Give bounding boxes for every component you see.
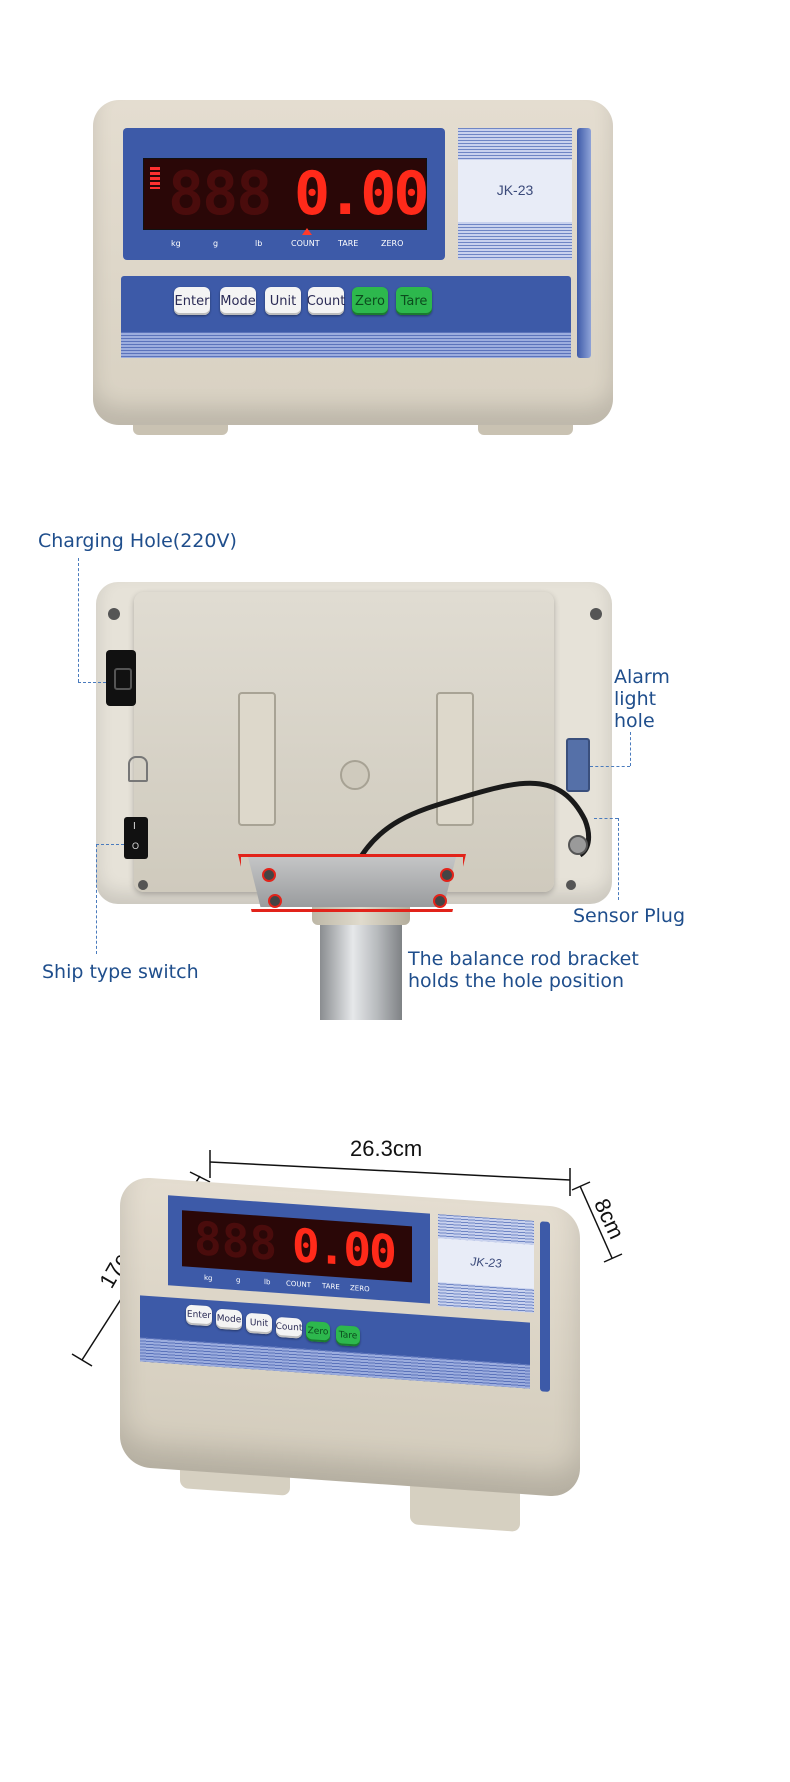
back-screw-top-right [590, 608, 602, 620]
back-screw-top-left [108, 608, 120, 620]
back-port-icon [128, 756, 148, 782]
front-tare-button[interactable]: Tare [396, 287, 432, 315]
front-count-pointer-icon [302, 228, 312, 235]
back-sensor-connector[interactable] [566, 738, 590, 792]
front-zero-button[interactable]: Zero [352, 287, 388, 315]
dimension-enter-button[interactable]: Enter [186, 1304, 212, 1327]
dimension-width-label: 26.3cm [350, 1136, 423, 1161]
callout-alarm-line [630, 732, 631, 766]
dimension-lcd-dim-digits: 888 [194, 1211, 278, 1271]
dimension-unit-button[interactable]: Unit [246, 1312, 272, 1335]
front-enter-button[interactable]: Enter [174, 287, 210, 315]
back-rod-bracket [248, 857, 456, 907]
callout-ship-switch: Ship type switch [42, 961, 199, 983]
dimension-view: 26.3cm 17cm 8cm 888 0.00 kg g lb COUNT T… [0, 1120, 790, 1782]
callout-charging-line [78, 558, 79, 682]
front-unit-tare: TARE [338, 239, 359, 248]
dimension-model-plate: JK-23 [438, 1214, 534, 1313]
back-view: I O Charging Hole(220V) Alarm light hole… [0, 520, 790, 1020]
back-switch-on-label: I [133, 821, 136, 832]
dimension-zero-button[interactable]: Zero [306, 1320, 330, 1343]
dimension-unit-lb: lb [264, 1277, 271, 1287]
back-center-hole [340, 760, 370, 790]
dimension-unit-kg: kg [204, 1273, 213, 1283]
dimension-unit-tare: TARE [322, 1282, 340, 1292]
callout-sensor-plug: Sensor Plug [573, 905, 686, 927]
dimension-unit-zero: ZERO [350, 1284, 370, 1294]
front-mode-button[interactable]: Mode [220, 287, 256, 315]
front-view-scale-indicator: 888 0.00 kg g lb COUNT TARE ZERO JK-23 E… [93, 100, 613, 440]
front-lcd-display: 888 0.00 [143, 158, 429, 230]
back-slot-left [238, 692, 276, 826]
front-unit-button[interactable]: Unit [265, 287, 301, 315]
callout-sensor-line [618, 818, 619, 900]
callout-alarm-light: Alarm light hole [614, 666, 670, 732]
front-lcd-indicator-leds [150, 167, 160, 189]
back-screw-bottom-left [138, 880, 148, 890]
back-power-socket[interactable] [106, 650, 136, 706]
dimension-lcd-value: 0.00 [292, 1217, 395, 1280]
front-unit-count: COUNT [291, 239, 320, 248]
front-lcd-dim-digits: 888 [168, 159, 272, 229]
front-lcd-value: 0.00 [294, 159, 429, 229]
dimension-unit-g: g [236, 1276, 241, 1285]
front-side-strip [577, 128, 591, 358]
dimension-tare-button[interactable]: Tare [336, 1325, 360, 1347]
back-bracket-screw-1 [262, 868, 276, 882]
callout-rod-bracket: The balance rod bracket holds the hole p… [408, 948, 639, 992]
back-screw-bottom-right [566, 880, 576, 890]
front-unit-g: g [213, 239, 219, 248]
front-unit-zero: ZERO [381, 239, 404, 248]
back-slot-right [436, 692, 474, 826]
dimension-unit-count: COUNT [286, 1279, 312, 1290]
back-cover [134, 592, 554, 892]
back-bracket-screw-4 [433, 894, 447, 908]
back-switch-off-label: O [132, 841, 140, 851]
front-model-plate: JK-23 [458, 128, 572, 260]
front-unit-kg: kg [171, 239, 181, 248]
dimension-mode-button[interactable]: Mode [216, 1308, 242, 1331]
callout-switch-line [96, 844, 97, 954]
front-count-button[interactable]: Count [307, 287, 345, 315]
front-model-label: JK-23 [496, 182, 534, 198]
back-sensor-cable [353, 780, 592, 867]
dimension-device: 888 0.00 kg g lb COUNT TARE ZERO JK-23 E… [100, 1163, 600, 1618]
dimension-count-button[interactable]: Count [276, 1316, 302, 1339]
back-bracket-screw-2 [440, 868, 454, 882]
front-unit-lb: lb [255, 239, 263, 248]
back-bracket-screw-3 [268, 894, 282, 908]
callout-charging-hole: Charging Hole(220V) [38, 530, 237, 552]
back-rocker-switch[interactable]: I O [124, 817, 148, 859]
dimension-side-strip [540, 1221, 550, 1392]
